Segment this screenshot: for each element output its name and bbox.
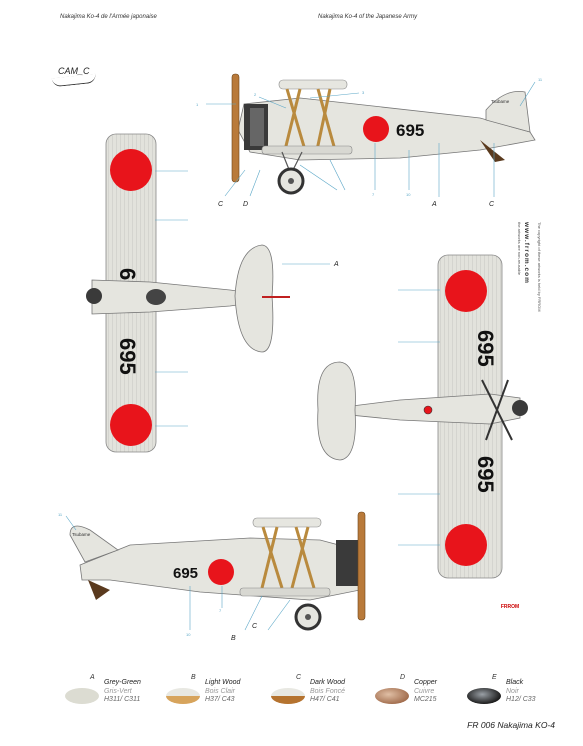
side-note-secondary: the artworks are non-reusable <box>517 222 522 276</box>
legend-letter: B <box>191 674 196 681</box>
svg-text:11: 11 <box>538 77 543 82</box>
legend-name-fr: Cuivre <box>414 687 435 695</box>
legend-code: MC215 <box>414 696 437 703</box>
legend-code: H37/ C43 <box>205 696 235 703</box>
legend-letter: A <box>90 674 95 681</box>
svg-text:11: 11 <box>58 512 63 517</box>
svg-text:7: 7 <box>219 608 222 613</box>
legend-name-en: Dark Wood <box>310 679 346 686</box>
legend-name-en: Black <box>506 679 524 686</box>
legend-name-fr: Gris-Vert <box>104 687 132 695</box>
legend-swatch <box>467 688 501 704</box>
legend-letter: C <box>296 674 302 681</box>
legend-name-en: Light Wood <box>205 679 241 686</box>
propeller <box>231 73 240 183</box>
svg-text:C: C <box>218 201 224 208</box>
caption-english: Nakajima Ko-4 of the Japanese Army <box>318 14 418 20</box>
plan-view-upper: 695 695 A <box>86 133 339 453</box>
caption-french: Nakajima Ko-4 de l'Armée japonaise <box>60 14 157 20</box>
legend-letter: E <box>492 674 497 681</box>
svg-text:10: 10 <box>186 632 191 637</box>
legend-code: H12/ C33 <box>506 696 536 703</box>
upper-wing <box>278 79 348 90</box>
legend-item-a: A Grey-Green Gris-Vert H311/ C311 <box>62 674 162 716</box>
legend-name-en: Grey-Green <box>104 679 141 686</box>
legend-item-d: D Copper Cuivre MC215 <box>372 674 472 716</box>
svg-text:A: A <box>431 201 437 208</box>
svg-text:D: D <box>243 201 248 208</box>
svg-text:695: 695 <box>173 565 198 582</box>
legend-name-fr: Bois Clair <box>205 687 235 695</box>
hinomaru <box>110 149 152 191</box>
legend-item-c: C Dark Wood Bois Foncé H47/ C41 <box>268 674 368 716</box>
svg-text:695: 695 <box>473 456 498 493</box>
tail-fin <box>485 91 531 133</box>
legend-code: H311/ C311 <box>104 696 141 703</box>
legend-swatch <box>271 688 305 704</box>
side-info: the artworks are non-reusable www.frrom.… <box>512 218 548 358</box>
side-view-bottom: Tsubame 695 B C 11 10 7 <box>58 511 366 642</box>
legend-code: H47/ C41 <box>310 696 340 703</box>
plan-view-lower: 695 695 <box>317 254 528 579</box>
svg-text:695: 695 <box>473 330 498 367</box>
svg-text:B: B <box>231 635 236 642</box>
brand-logo: CAM_C <box>58 66 90 76</box>
svg-text:1: 1 <box>196 102 199 107</box>
svg-text:7: 7 <box>372 192 375 197</box>
legend-swatch <box>166 688 200 704</box>
svg-text:10: 10 <box>406 192 411 197</box>
wing-strut <box>285 88 307 151</box>
legend-name-fr: Noir <box>506 687 519 695</box>
svg-text:C: C <box>489 201 495 208</box>
legend-name-en: Copper <box>414 679 437 686</box>
hinomaru <box>363 116 389 142</box>
website-url[interactable]: www.frrom.com <box>523 222 530 284</box>
legend-swatch <box>65 688 99 704</box>
legend-item-e: E Black Noir H12/ C33 <box>464 674 564 716</box>
page-title: FR 006 Nakajima KO-4 <box>467 720 555 730</box>
side-view-top: 695 Tsubame C D A C <box>196 73 543 208</box>
lower-wing <box>261 145 353 155</box>
side-note: The copyright of these artworks is held … <box>537 222 542 312</box>
serial-number: 695 <box>396 121 424 140</box>
svg-text:695: 695 <box>115 338 140 375</box>
svg-text:2: 2 <box>254 92 257 97</box>
frrom-badge: FRROM <box>500 604 520 610</box>
legend-item-b: B Light Wood Bois Clair H37/ C43 <box>163 674 263 716</box>
plan-tailplane <box>234 244 274 353</box>
svg-text:Tsubame: Tsubame <box>491 99 510 104</box>
svg-text:A: A <box>333 261 339 268</box>
legend-letter: D <box>400 674 406 681</box>
legend-swatch <box>375 688 409 704</box>
svg-text:Tsubame: Tsubame <box>72 532 91 537</box>
legend-name-fr: Bois Foncé <box>310 687 346 695</box>
svg-text:C: C <box>252 623 258 630</box>
svg-text:3: 3 <box>362 90 365 95</box>
